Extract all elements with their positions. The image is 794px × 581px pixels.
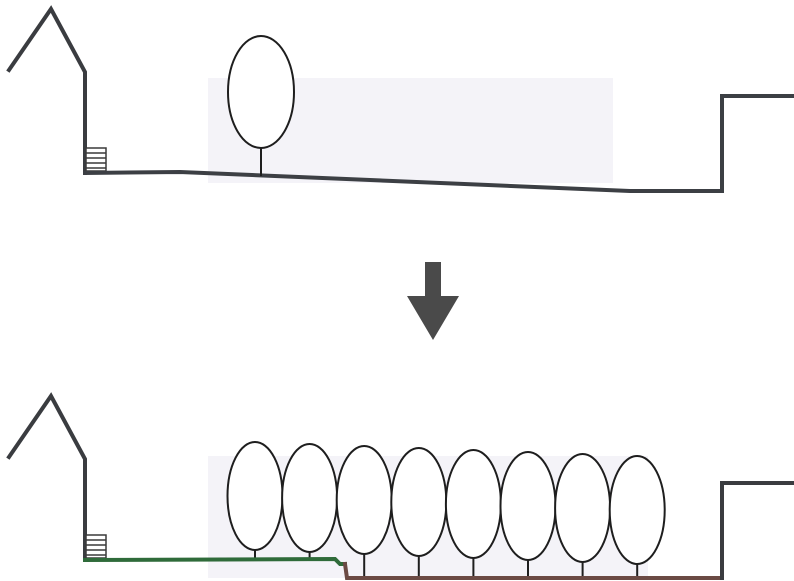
- house-outline-icon: [6, 392, 87, 562]
- steps-icon: [85, 534, 107, 559]
- retaining-wall-icon: [720, 481, 794, 580]
- tree-row: [226, 441, 666, 577]
- steps-icon: [85, 147, 107, 172]
- tree-crown: [281, 443, 339, 553]
- proposed-site-section: [6, 392, 794, 580]
- tree-crown: [226, 441, 284, 551]
- existing-ground-line: [82, 94, 794, 193]
- proposed-upper-terrace: [82, 556, 347, 566]
- proposed-lower-terrace: [342, 561, 724, 580]
- tree-crown: [444, 449, 502, 559]
- existing-site-section: [6, 5, 794, 193]
- tree-icon: [227, 35, 295, 176]
- tree-icon: [608, 455, 666, 577]
- tree-icon: [444, 449, 502, 577]
- house-outline-icon: [6, 5, 87, 175]
- tree-crown: [335, 445, 393, 555]
- tree-crown: [390, 447, 448, 557]
- down-arrow-icon: [407, 262, 459, 340]
- tree-crown: [554, 453, 612, 563]
- tree-crown: [608, 455, 666, 565]
- tree-crown: [499, 451, 557, 561]
